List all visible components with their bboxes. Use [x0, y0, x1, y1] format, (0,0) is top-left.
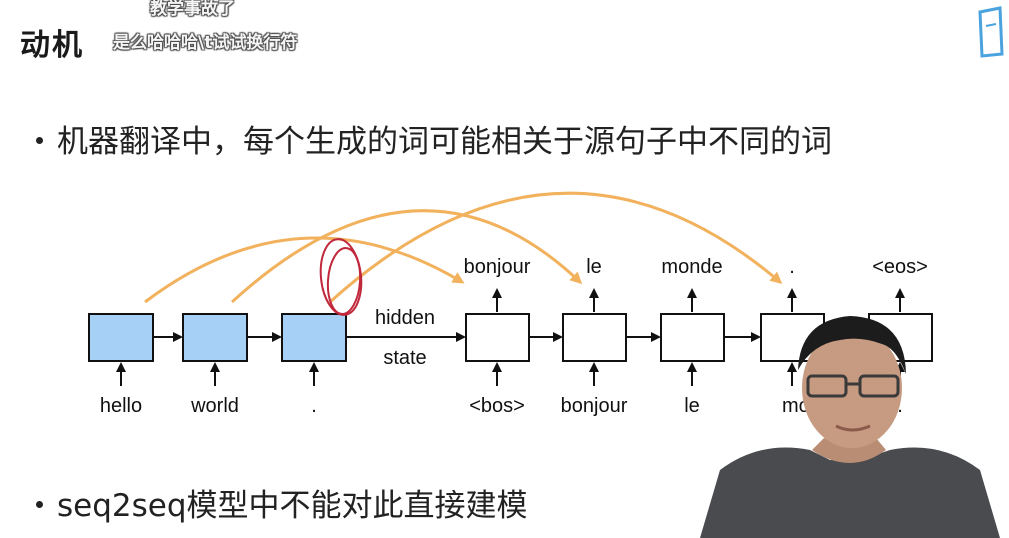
bullet-dot-icon	[36, 501, 43, 508]
state-label: state	[383, 347, 426, 369]
decoder-box	[465, 313, 530, 362]
encoder-input-label: .	[311, 395, 317, 417]
decoder-input-label: le	[684, 395, 700, 417]
encoder-box	[281, 313, 347, 362]
decoder-box	[562, 313, 627, 362]
decoder-input-label: .	[897, 395, 903, 417]
attention-arc-1	[144, 236, 465, 304]
attention-arc-3	[328, 191, 783, 304]
decoder-output-label: <eos>	[872, 256, 928, 278]
hidden-label: hidden	[375, 307, 435, 329]
encoder-boxes	[88, 313, 347, 362]
decoder-output-label: monde	[661, 256, 722, 278]
bilibili-logo-icon	[978, 6, 1004, 58]
bullet-machine-translation: 机器翻译中，每个生成的词可能相关于源句子中不同的词	[36, 116, 832, 161]
bullet-dot-icon	[36, 137, 43, 144]
danmaku-comment: 是么哈哈哈\t试试换行符	[113, 33, 298, 53]
danmaku-comment: 教学事故了	[150, 0, 235, 19]
bullet-text: seq2seq模型中不能对此直接建模	[57, 488, 528, 524]
decoder-input-label: mo	[782, 395, 810, 417]
encoder-input-label: hello	[100, 395, 142, 417]
encoder-box	[182, 313, 248, 362]
bullet-text: 机器翻译中，每个生成的词可能相关于源句子中不同的词	[57, 124, 832, 160]
output-arrows	[492, 288, 905, 312]
decoder-input-label: <bos>	[469, 395, 525, 417]
bullet-seq2seq: seq2seq模型中不能对此直接建模	[36, 480, 528, 525]
decoder-output-label: bonjour	[464, 256, 531, 278]
red-circle-annotation	[319, 238, 363, 316]
decoder-input-label: bonjour	[561, 395, 628, 417]
speaker-video-icon	[700, 316, 1000, 538]
slide-title: 动机	[20, 28, 84, 63]
decoder-box	[660, 313, 725, 362]
decoder-output-label: le	[586, 256, 602, 278]
encoder-box	[88, 313, 154, 362]
attention-arcs	[144, 191, 783, 304]
encoder-input-label: world	[190, 395, 239, 417]
decoder-output-label: .	[789, 256, 795, 278]
attention-arc-2	[230, 209, 583, 304]
